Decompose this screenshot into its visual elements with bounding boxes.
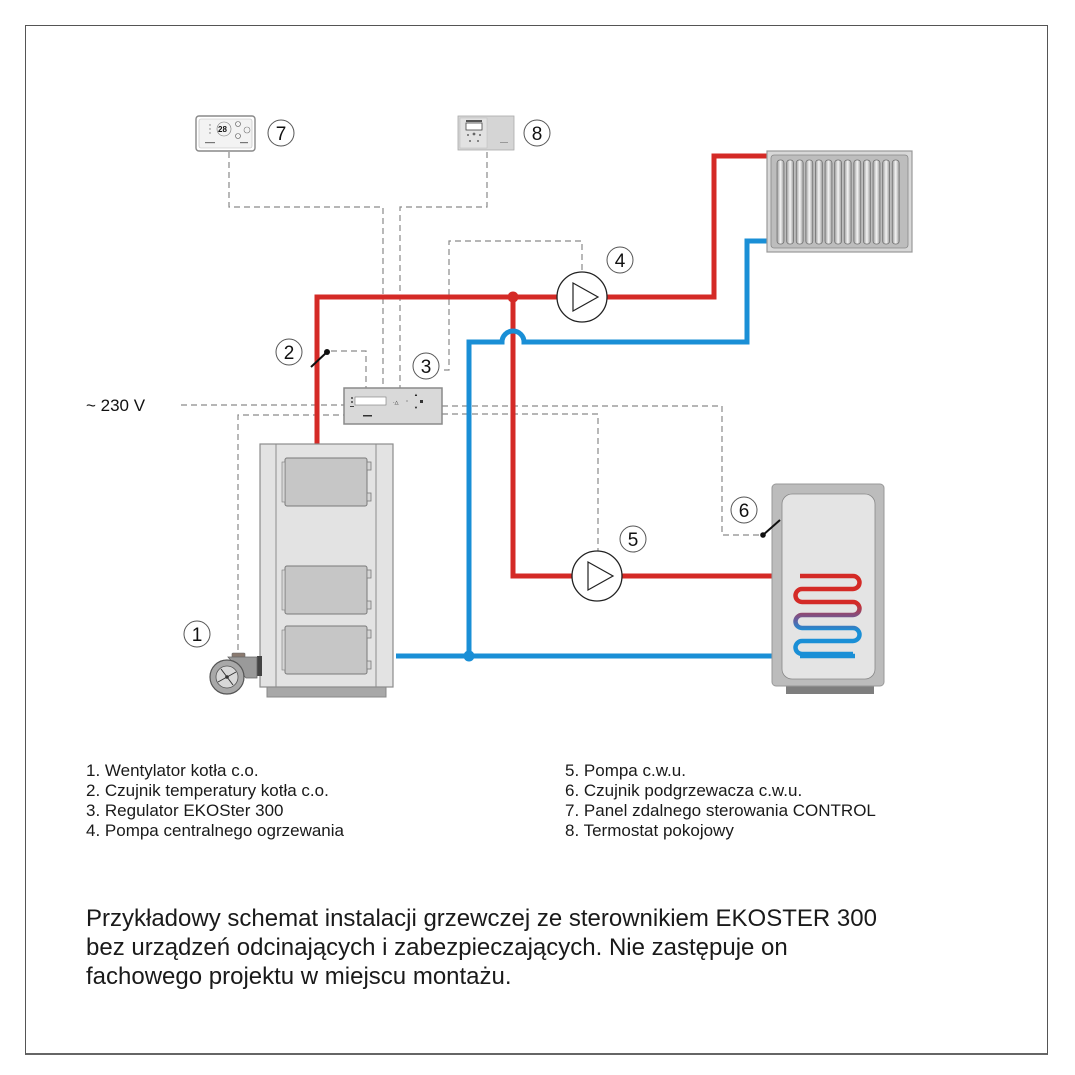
marker-7: 7 xyxy=(267,119,295,147)
hot-pipes xyxy=(314,153,800,579)
radiator-fin xyxy=(776,159,785,245)
signal-line-thermostat-8 xyxy=(399,152,488,388)
dhw-coil xyxy=(793,573,862,657)
radiator-fin xyxy=(815,159,823,245)
control-panel-display: 28 xyxy=(218,125,227,134)
markers: 1 2 3 4 5 6 7 8 xyxy=(183,119,758,648)
svg-text:4: 4 xyxy=(615,251,626,272)
legend-item: 7. Panel zdalnego sterowania CONTROL xyxy=(565,801,876,820)
cold-pipe-junction xyxy=(463,650,475,662)
radiator-fin xyxy=(872,159,881,245)
radiator-fin xyxy=(805,159,814,245)
boiler-door-bottom xyxy=(281,625,372,675)
marker-6: 6 xyxy=(730,496,758,524)
svg-text:·△: ·△ xyxy=(393,400,399,406)
hot-pipe-boiler-riser xyxy=(314,294,557,446)
svg-text:3: 3 xyxy=(421,357,432,378)
signal-line-fan-1 xyxy=(237,414,344,650)
hot-pipe-junction xyxy=(507,291,519,303)
svg-text:7: 7 xyxy=(276,124,287,145)
caption: Przykładowy schemat instalacji grzewczej… xyxy=(86,904,986,991)
radiator-fin xyxy=(891,159,900,245)
room-thermostat xyxy=(457,115,515,151)
marker-4: 4 xyxy=(606,246,634,274)
signal-line-sensor-6 xyxy=(442,405,762,536)
signal-line-pump-5 xyxy=(442,413,599,552)
caption-line: Przykładowy schemat instalacji grzewczej… xyxy=(86,905,877,932)
radiator-fin xyxy=(863,159,871,245)
dhw-sensor xyxy=(760,519,781,538)
radiator xyxy=(766,150,913,253)
caption-line: fachowego projektu w miejscu montażu. xyxy=(86,963,512,990)
svg-text:▲: ▲ xyxy=(414,392,418,397)
radiator-fin xyxy=(843,159,852,245)
hot-pipe-to-dhw xyxy=(510,297,573,579)
legend-item: 3. Regulator EKOSter 300 xyxy=(86,801,284,820)
radiator-fin xyxy=(795,159,804,245)
signal-line-panel-7 xyxy=(228,152,384,388)
signal-line-pump-4 xyxy=(442,240,583,371)
marker-8: 8 xyxy=(523,119,551,147)
hot-pipe-to-radiator xyxy=(607,153,768,300)
cold-pipe-return-riser xyxy=(466,238,768,656)
boiler-door-middle xyxy=(281,565,372,615)
remote-control-panel: 28 xyxy=(195,115,256,152)
pump-5-dhw xyxy=(571,550,623,602)
boiler-door-top xyxy=(281,457,372,507)
marker-5: 5 xyxy=(619,525,647,553)
svg-text:▼: ▼ xyxy=(414,405,418,410)
radiator-fin xyxy=(882,159,890,245)
radiator-fin xyxy=(786,159,794,245)
boiler-temperature-sensor xyxy=(310,349,330,368)
radiator-fin xyxy=(853,159,862,245)
svg-text:5: 5 xyxy=(628,530,639,551)
svg-text:8: 8 xyxy=(532,124,543,145)
legend-item: 5. Pompa c.w.u. xyxy=(565,761,686,780)
radiator-fin xyxy=(834,159,842,245)
marker-1: 1 xyxy=(183,620,211,648)
legend-item: 6. Czujnik podgrzewacza c.w.u. xyxy=(565,781,803,800)
marker-3: 3 xyxy=(412,352,440,380)
radiator-fin xyxy=(824,159,833,245)
cold-pipes xyxy=(396,238,800,659)
legend-right: 5. Pompa c.w.u. 6. Czujnik podgrzewacza … xyxy=(565,761,876,841)
svg-text:1: 1 xyxy=(192,625,203,646)
regulator-ekoster-300: ·△ ▲ ▼ xyxy=(343,387,443,425)
legend-item: 8. Termostat pokojowy xyxy=(565,821,734,840)
boiler xyxy=(259,443,394,698)
caption-line: bez urządzeń odcinających i zabezpieczaj… xyxy=(86,934,788,961)
fan-icon xyxy=(209,652,262,695)
hot-water-cylinder xyxy=(771,483,885,694)
signal-line-sensor-2 xyxy=(331,350,367,388)
legend-left: 1. Wentylator kotła c.o. 2. Czujnik temp… xyxy=(86,761,344,841)
legend-item: 1. Wentylator kotła c.o. xyxy=(86,761,259,780)
voltage-label: ~ 230 V xyxy=(86,396,146,415)
legend-item: 2. Czujnik temperatury kotła c.o. xyxy=(86,781,329,800)
svg-text:6: 6 xyxy=(739,501,750,522)
svg-text:2: 2 xyxy=(284,343,295,364)
pump-4-central-heating xyxy=(556,271,608,323)
legend-item: 4. Pompa centralnego ogrzewania xyxy=(86,821,344,840)
marker-2: 2 xyxy=(275,338,303,366)
